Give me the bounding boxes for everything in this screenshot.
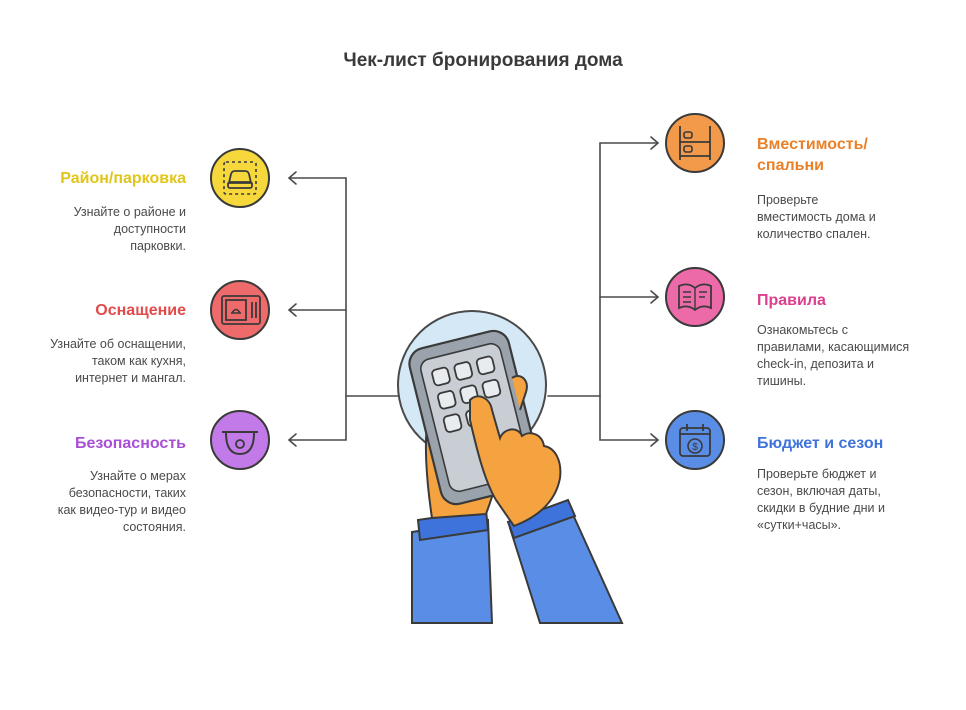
right-desc-2: Ознакомьтесь с правилами, касающимися ch… xyxy=(757,323,910,388)
left-desc-1: Узнайте о районе и доступности парковки. xyxy=(73,205,186,253)
bunk-bed-icon xyxy=(665,113,725,173)
right-desc-1: Проверьте вместимость дома и количество … xyxy=(757,193,876,241)
right-heading-1: Вместимость/ спальни xyxy=(757,136,868,174)
car-parking-icon xyxy=(210,148,270,208)
calendar-budget-icon: $ xyxy=(665,410,725,470)
left-heading-3: Безопасность xyxy=(75,435,186,452)
right-hand xyxy=(469,395,562,528)
right-heading-3: Бюджет и сезон xyxy=(757,435,884,452)
left-heading-1: Район/парковка xyxy=(60,170,186,187)
right-heading-2: Правила xyxy=(757,292,826,309)
page-title: Чек-лист бронирования дома xyxy=(343,50,623,71)
left-heading-2: Оснащение xyxy=(95,302,186,319)
right-desc-3: Проверьте бюджет и сезон, включая даты, … xyxy=(757,467,885,532)
security-camera-icon xyxy=(210,410,270,470)
left-desc-2: Узнайте об оснащении, таком как кухня, и… xyxy=(50,337,186,385)
kitchen-oven-icon xyxy=(210,280,270,340)
rule-book-icon xyxy=(665,267,725,327)
right-connectors xyxy=(547,136,660,447)
left-desc-3: Узнайте о мерах безопасности, таких как … xyxy=(57,469,186,534)
svg-text:$: $ xyxy=(692,442,698,453)
left-connectors xyxy=(287,171,401,447)
